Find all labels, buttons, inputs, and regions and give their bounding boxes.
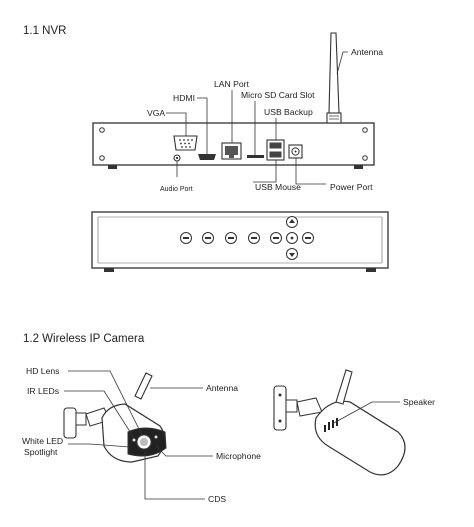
front-panel-button-marks xyxy=(183,219,311,257)
lan-port xyxy=(221,142,242,160)
nvr-label-lan-port: LAN Port xyxy=(214,79,249,89)
camera-label-microphone: Microphone xyxy=(216,451,261,461)
nvr-front-panel xyxy=(91,211,389,272)
nvr-label-vga: VGA xyxy=(147,108,165,118)
vga-port xyxy=(173,135,198,151)
nvr-label-micro-sd: Micro SD Card Slot xyxy=(241,90,315,100)
nvr-callout-lines xyxy=(166,51,348,185)
camera-front xyxy=(63,372,167,463)
camera-callout-lines xyxy=(64,370,213,500)
nvr-label-usb-backup: USB Backup xyxy=(264,107,313,117)
camera-label-white-led-2: Spotlight xyxy=(24,447,58,457)
hdmi-port xyxy=(198,154,216,160)
camera-label-hd-lens: HD Lens xyxy=(26,366,59,376)
camera-side xyxy=(273,369,406,476)
nvr-antenna xyxy=(326,32,342,124)
nvr-label-audio-port: Audio Port xyxy=(160,186,193,193)
nvr-label-antenna: Antenna xyxy=(351,47,383,57)
camera-label-cds: CDS xyxy=(208,494,226,504)
camera-section-title: 1.2 Wireless IP Camera xyxy=(23,333,145,345)
nvr-section-title: 1.1 NVR xyxy=(23,25,67,37)
camera-label-speaker: Speaker xyxy=(403,397,435,407)
nvr-label-power-port: Power Port xyxy=(330,182,373,192)
micro-sd-slot xyxy=(247,155,264,158)
nvr-label-hdmi: HDMI xyxy=(173,93,195,103)
camera-label-ir-leds: IR LEDs xyxy=(27,386,59,396)
audio-port xyxy=(173,154,181,162)
power-port xyxy=(288,144,303,159)
camera-label-white-led-1: White LED xyxy=(22,436,63,446)
speaker-callout-line xyxy=(331,401,400,425)
usb-ports xyxy=(266,139,285,161)
nvr-label-usb-mouse: USB Mouse xyxy=(255,182,301,192)
camera-label-antenna: Antenna xyxy=(206,383,238,393)
